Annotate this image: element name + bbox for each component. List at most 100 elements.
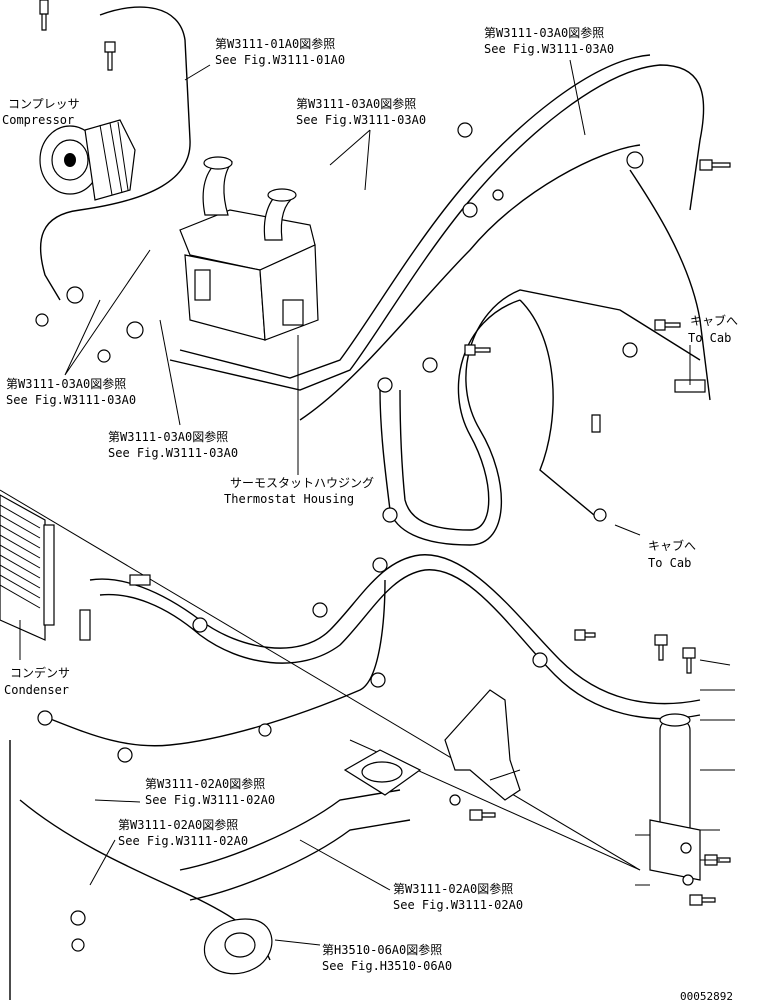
ref-w3111-03a0-center-en: See Fig.W3111-03A0	[108, 446, 238, 460]
bolt-4	[654, 319, 681, 331]
ref-w3111-01a0-en: See Fig.W3111-01A0	[215, 53, 345, 67]
to-cab-lower-en: To Cab	[648, 556, 691, 570]
clamp-7	[372, 557, 388, 573]
coupler-1	[129, 574, 151, 586]
leader-to-cab-lower	[614, 524, 641, 536]
clamp-16	[622, 342, 638, 358]
clamp-10	[370, 672, 386, 688]
ref-w3111-02a0-b-jp: 第W3111-02A0図参照	[118, 817, 238, 832]
leader-ref-h3510	[274, 939, 321, 946]
leader-ref-02a0-c	[299, 839, 391, 891]
nut-2	[97, 349, 111, 363]
condenser-tank	[43, 524, 55, 626]
exhaust-outlet-inner	[224, 932, 256, 958]
housing-bracket	[194, 269, 211, 301]
leader-ref-02a0-a	[94, 799, 141, 803]
clamp-11	[258, 723, 272, 737]
washer-2	[682, 874, 694, 886]
clamp-3	[492, 189, 504, 201]
bolt-12	[591, 414, 601, 433]
compressor-body	[84, 119, 136, 201]
compressor-unit	[39, 119, 136, 201]
bolt-6	[574, 629, 596, 641]
hose-to-cab-lower	[519, 299, 601, 521]
ref-w3111-02a0-a-en: See Fig.W3111-02A0	[145, 793, 275, 807]
leader-ref-03a0-center	[159, 319, 181, 426]
receiver-clamp	[649, 819, 701, 881]
clamp-8	[312, 602, 328, 618]
clamp-13	[37, 710, 53, 726]
bolt-3	[699, 159, 731, 171]
receiver-drier-top	[659, 713, 691, 727]
bolts	[35, 0, 731, 952]
leader-ref-03a0-left	[64, 249, 151, 376]
bolt-11	[469, 809, 496, 821]
clamp-5	[422, 357, 438, 373]
bracket-assembly	[444, 689, 701, 881]
clamp-2	[462, 202, 478, 218]
clamp-12	[117, 747, 133, 763]
hose-left-diagonal	[0, 489, 641, 871]
housing-window	[282, 299, 304, 326]
clamp-20	[70, 910, 86, 926]
compressor-hub	[64, 153, 76, 167]
clamp-19	[126, 321, 144, 339]
text-labels: 第W3111-01A0図参照 See Fig.W3111-01A0 第W3111…	[2, 25, 738, 1003]
bolt-7	[654, 634, 668, 661]
condenser-fins	[0, 504, 41, 609]
ref-w3111-02a0-c-jp: 第W3111-02A0図参照	[393, 881, 513, 896]
ref-w3111-02a0-a-jp: 第W3111-02A0図参照	[145, 776, 265, 791]
flange-opening	[361, 761, 403, 783]
clamp-18	[66, 286, 84, 304]
nut-1	[35, 313, 49, 327]
bolt-10	[689, 894, 716, 906]
ref-w3111-03a0-left-en: See Fig.W3111-03A0	[6, 393, 136, 407]
to-cab-upper-jp: キャブへ	[690, 313, 738, 328]
hose-to-cab-upper	[629, 169, 711, 401]
hose-center-vertical-2	[399, 299, 521, 531]
to-cab-lower-jp: キャブへ	[648, 538, 696, 553]
clamp-4	[377, 377, 393, 393]
ref-h3510-06a0-jp: 第H3510-06A0図参照	[322, 942, 442, 957]
coupler-2	[79, 609, 91, 641]
ref-w3111-03a0-center-jp: 第W3111-03A0図参照	[108, 429, 228, 444]
hose-lower-main-2	[99, 569, 701, 720]
drawing-number: 00052892	[680, 990, 733, 1003]
hose-upper-long-2	[179, 54, 651, 379]
condenser-label-en: Condenser	[4, 683, 69, 697]
hose-compressor-loop	[39, 6, 191, 301]
ref-w3111-02a0-c-en: See Fig.W3111-02A0	[393, 898, 523, 912]
bolt-5	[464, 344, 491, 356]
ref-w3111-03a0-top-mid-jp: 第W3111-03A0図参照	[296, 96, 416, 111]
thermostat-housing-block	[179, 156, 319, 341]
ref-w3111-03a0-left-jp: 第W3111-03A0図参照	[6, 376, 126, 391]
nut-3	[71, 938, 85, 952]
hose-exhaust-pipe-2	[189, 819, 411, 901]
hose-upper-mid	[299, 144, 641, 421]
hose-exhaust-pipe	[179, 789, 401, 871]
compressor-fins	[99, 121, 129, 196]
flange-assembly	[203, 749, 422, 975]
housing-port-right	[267, 188, 297, 202]
condenser-unit	[0, 494, 55, 641]
leader-ref-02a0-b	[89, 839, 116, 886]
clamp-15	[626, 151, 644, 169]
mount-bracket	[444, 689, 521, 801]
hose-lines	[0, 6, 711, 1000]
bolt-2	[104, 41, 116, 71]
ref-w3111-02a0-b-en: See Fig.W3111-02A0	[118, 834, 248, 848]
washer-1	[449, 794, 461, 806]
condenser-label-jp: コンデンサ	[10, 665, 70, 680]
clamp-14	[532, 652, 548, 668]
hose-upper-long	[169, 64, 705, 391]
clamp-9	[192, 617, 208, 633]
ref-w3111-03a0-top-mid-en: See Fig.W3111-03A0	[296, 113, 426, 127]
hose-lower-thin	[39, 579, 386, 747]
ref-w3111-03a0-top-right-jp: 第W3111-03A0図参照	[484, 25, 604, 40]
to-cab-upper-en: To Cab	[688, 331, 731, 345]
ref-w3111-03a0-top-right-en: See Fig.W3111-03A0	[484, 42, 614, 56]
leader-lines	[19, 59, 735, 946]
leader-ref-03a0-top-mid	[329, 129, 371, 191]
